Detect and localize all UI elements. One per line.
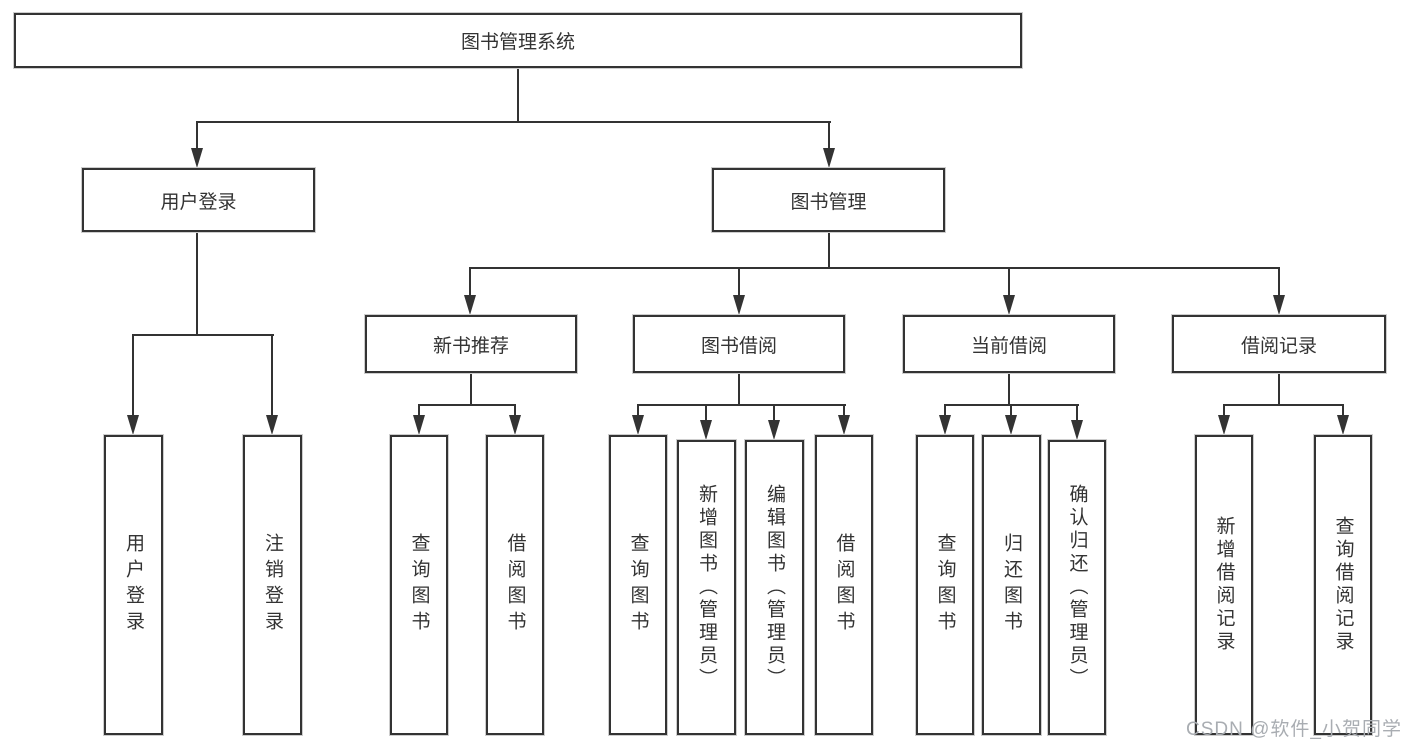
connector-vline (828, 232, 830, 269)
leaf-query-borrow-record: 查询借阅记录 (1314, 435, 1372, 735)
connector-hline (470, 267, 1280, 269)
connector-vline (1010, 404, 1012, 418)
connector-vline (738, 267, 740, 299)
arrow-down-icon (1003, 295, 1015, 315)
connector-vline (1076, 404, 1078, 422)
arrow-down-icon (1218, 415, 1230, 435)
connector-vline (196, 232, 198, 336)
connector-vline (469, 267, 471, 299)
leaf-add-borrow-record: 新增借阅记录 (1195, 435, 1253, 735)
connector-vline (271, 334, 273, 419)
arrow-down-icon (266, 415, 278, 435)
connector-vline (944, 404, 946, 418)
arrow-down-icon (1273, 295, 1285, 315)
leaf-user-login: 用户登录 (104, 435, 163, 735)
connector-hline (1223, 404, 1344, 406)
arrow-down-icon (838, 415, 850, 435)
arrow-down-icon (1071, 420, 1083, 440)
connector-hline (638, 404, 846, 406)
arrow-down-icon (127, 415, 139, 435)
connector-vline (196, 121, 198, 151)
connector-vline (843, 404, 845, 418)
connector-vline (1278, 267, 1280, 299)
node-library-management-system: 图书管理系统 (14, 13, 1022, 68)
arrow-down-icon (1337, 415, 1349, 435)
leaf-query-books-current: 查询图书 (916, 435, 974, 735)
node-book-borrowing: 图书借阅 (633, 315, 845, 373)
arrow-down-icon (509, 415, 521, 435)
leaf-confirm-return-admin: 确认归还（管理员） (1048, 440, 1106, 735)
arrow-down-icon (939, 415, 951, 435)
arrow-down-icon (733, 295, 745, 315)
node-new-book-recommendation: 新书推荐 (365, 315, 577, 373)
arrow-down-icon (1005, 415, 1017, 435)
connector-vline (828, 121, 830, 151)
node-borrowing-records: 借阅记录 (1172, 315, 1386, 373)
arrow-down-icon (768, 420, 780, 440)
connector-vline (132, 334, 134, 419)
connector-hline (418, 404, 516, 406)
leaf-query-books-recommend: 查询图书 (390, 435, 448, 735)
connector-vline (1342, 404, 1344, 418)
connector-vline (773, 404, 775, 422)
arrow-down-icon (700, 420, 712, 440)
leaf-add-book-admin: 新增图书（管理员） (677, 440, 736, 735)
connector-hline (197, 121, 831, 123)
connector-vline (470, 373, 472, 406)
leaf-borrow-books-borrowing: 借阅图书 (815, 435, 873, 735)
leaf-edit-book-admin: 编辑图书（管理员） (745, 440, 804, 735)
arrow-down-icon (413, 415, 425, 435)
node-user-login: 用户登录 (82, 168, 315, 232)
arrow-down-icon (191, 148, 203, 168)
watermark: CSDN @软件_小贺同学 (1186, 719, 1402, 740)
connector-vline (738, 373, 740, 406)
node-current-borrowing: 当前借阅 (903, 315, 1115, 373)
connector-vline (517, 68, 519, 123)
connector-hline (945, 404, 1079, 406)
leaf-logout: 注销登录 (243, 435, 302, 735)
arrow-down-icon (464, 295, 476, 315)
connector-vline (418, 404, 420, 418)
connector-vline (1008, 267, 1010, 299)
connector-vline (1223, 404, 1225, 418)
connector-vline (705, 404, 707, 422)
leaf-query-books-borrowing: 查询图书 (609, 435, 667, 735)
connector-vline (514, 404, 516, 418)
arrow-down-icon (823, 148, 835, 168)
leaf-borrow-books-recommend: 借阅图书 (486, 435, 544, 735)
connector-vline (1008, 373, 1010, 406)
connector-vline (637, 404, 639, 418)
leaf-return-books: 归还图书 (982, 435, 1041, 735)
connector-hline (133, 334, 274, 336)
connector-vline (1278, 373, 1280, 406)
arrow-down-icon (632, 415, 644, 435)
node-book-management: 图书管理 (712, 168, 945, 232)
